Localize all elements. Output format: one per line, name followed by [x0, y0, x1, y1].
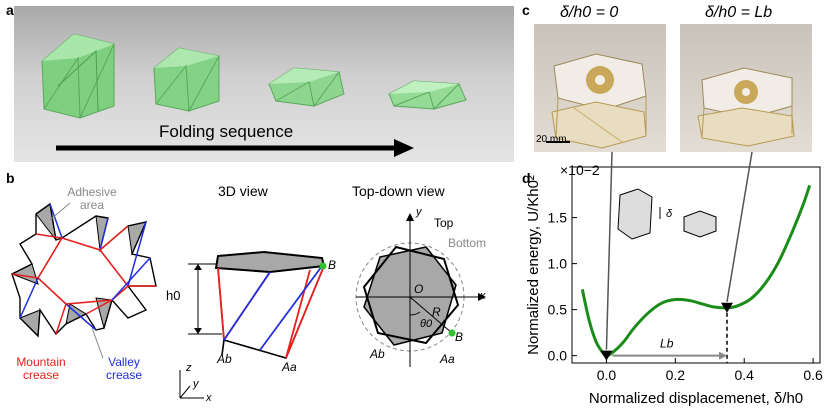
- Lb-arrow-head: [719, 351, 727, 360]
- adhesive-area-label: Adhesive area: [67, 185, 117, 212]
- y-tick-label: 1.5: [548, 210, 568, 226]
- y-tick-label: 1.0: [548, 256, 568, 272]
- x-tick-label: 0.6: [803, 367, 823, 383]
- photo-folded: [680, 24, 812, 152]
- Aa-label-top: Aa: [440, 352, 455, 366]
- folding-sequence-text: Folding sequence: [159, 122, 294, 141]
- y-tick-label: 0.0: [548, 348, 568, 364]
- photo-left-title: δ/h0 = 0: [560, 4, 619, 21]
- model-2: [153, 47, 220, 113]
- point-B-dot: [319, 262, 327, 270]
- minimum-marker: [600, 350, 613, 361]
- x-axis-label-top: x: [480, 290, 486, 302]
- top-label: Top: [434, 216, 454, 230]
- point-B-top-dot: [448, 329, 456, 337]
- arrow-head: [394, 139, 414, 157]
- top-down-diagram: [355, 213, 486, 367]
- energy-curve: [580, 184, 812, 358]
- crease-pattern: [10, 202, 157, 359]
- folded-models-illustration: [41, 33, 467, 157]
- inset-short-model: [683, 210, 717, 238]
- axis-z-label: z: [186, 362, 192, 374]
- B-label-3d: B: [328, 258, 337, 272]
- y-axis-label-top: y: [416, 206, 422, 218]
- plot-frame: [571, 166, 821, 364]
- panel-a-photo: Folding sequence: [14, 6, 514, 162]
- inset-sketch: δ: [617, 188, 717, 240]
- mountain-crease-label: Mountain crease: [16, 355, 66, 382]
- panel-b-label: b: [6, 170, 15, 186]
- model-3: [268, 67, 345, 108]
- x-axis-label: Normalized displacemenet, δ/h0: [589, 390, 803, 407]
- 3d-view-diagram: [179, 250, 327, 399]
- top-down-title: Top-down view: [352, 183, 445, 199]
- inset-delta-label: δ: [666, 208, 673, 220]
- R-label: R: [432, 305, 441, 319]
- y-tick-label: 0.5: [548, 302, 568, 318]
- valley-crease-label: Valley crease: [105, 355, 143, 382]
- inset-tall-model: [617, 188, 653, 240]
- scale-bar-label: 20 mm: [536, 134, 567, 145]
- panel-d-label: d: [522, 170, 531, 186]
- photo-right-title: δ/h0 = Lb: [705, 4, 773, 21]
- 3d-view-title: 3D view: [218, 183, 268, 199]
- minimum-marker: [721, 302, 733, 313]
- model-1: [41, 33, 115, 119]
- Ab-label-3d: Ab: [217, 352, 232, 366]
- h0-label: h0: [166, 288, 181, 303]
- photo-unfolded: 20 mm: [534, 24, 666, 152]
- y-multiplier-label: ×10−2: [560, 162, 600, 178]
- model-4: [388, 80, 467, 110]
- y-axis-label: Normalized energy, U/Kh0²: [525, 175, 542, 355]
- x-tick-label: 0.2: [666, 367, 686, 383]
- B-label-top: B: [455, 330, 464, 344]
- Aa-label-3d: Aa: [282, 360, 297, 374]
- panel-c-label: c: [522, 2, 530, 18]
- x-tick-label: 0.0: [597, 367, 617, 383]
- bottom-label: Bottom: [448, 236, 487, 250]
- Ab-label-top: Ab: [370, 347, 385, 361]
- panel-a-label: a: [6, 2, 14, 18]
- axis-y-label: y: [193, 378, 199, 390]
- theta0-label: θ0: [420, 318, 433, 330]
- axis-x-label: x: [206, 392, 212, 404]
- x-tick-label: 0.4: [734, 367, 754, 383]
- O-label: O: [414, 282, 424, 296]
- Lb-text: Lb: [660, 337, 674, 351]
